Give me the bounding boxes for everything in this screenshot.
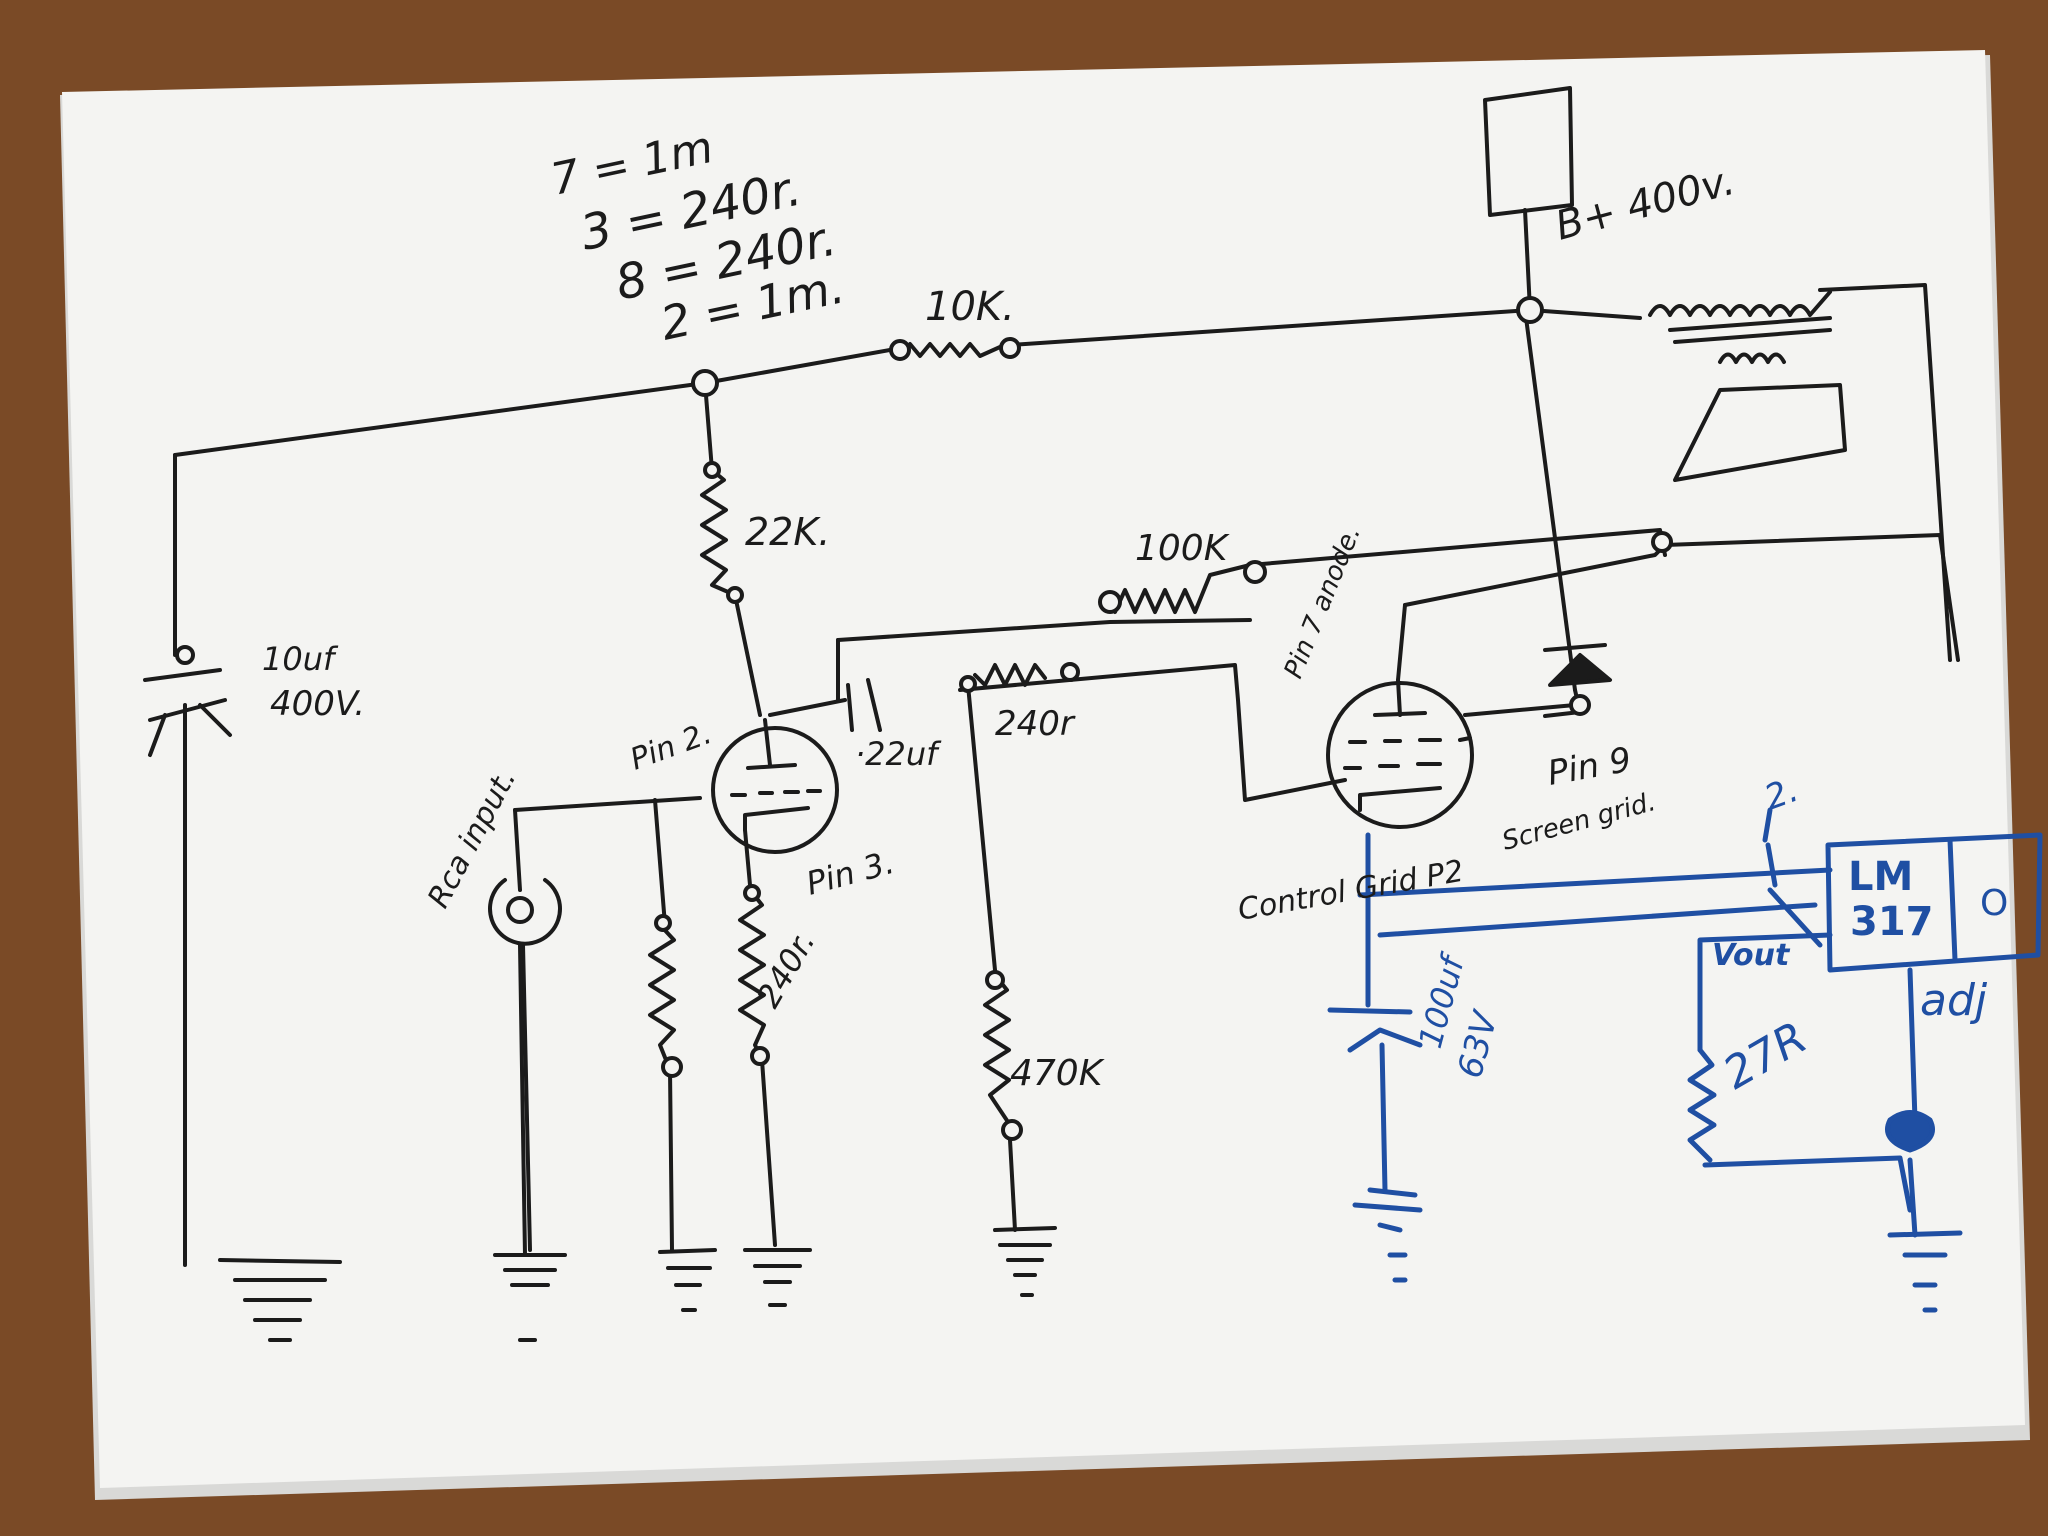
black-capacitors <box>143 645 882 757</box>
label-cap-400v: 400V. <box>270 684 365 724</box>
speaker-icon <box>1673 383 1847 482</box>
cap-10uf-plate-top <box>143 668 222 682</box>
label-240r-top: 240r <box>995 704 1076 744</box>
diode-bplus <box>1543 643 1612 687</box>
label-22k: 22K. <box>745 510 830 554</box>
tube-1-triode <box>711 718 839 854</box>
label-cap-022: ·22uf <box>855 735 942 773</box>
label-adj: adj <box>1920 975 1988 1026</box>
label-vout: Vout <box>1712 938 1791 973</box>
black-resistors <box>648 342 1252 1127</box>
label-470k: 470K <box>1010 1053 1105 1094</box>
resistor-100k <box>1103 563 1252 614</box>
resistor-240r-cathode <box>738 888 766 1062</box>
paper-sheet <box>62 50 2025 1488</box>
ground-symbols <box>218 1226 1057 1342</box>
node-bplus <box>1516 296 1544 324</box>
junction-dots <box>654 296 1673 1141</box>
label-10k: 10K. <box>925 284 1015 330</box>
label-lm317-a: LM <box>1848 854 1913 900</box>
power-supply-box <box>1483 86 1574 217</box>
cap-022-plate-right <box>866 678 882 732</box>
label-cap-10uf: 10uf <box>262 640 339 678</box>
blue-regulator-circuit <box>1327 807 2043 1313</box>
resistor-27r <box>1687 1047 1717 1163</box>
tube-2-pentode <box>1318 678 1474 829</box>
resistor-22k <box>700 468 737 597</box>
node-ht <box>691 369 719 397</box>
label-100k: 100K <box>1135 528 1230 569</box>
rca-jack <box>488 878 562 1257</box>
resistor-470k <box>983 973 1012 1127</box>
label-lm317-o: O <box>1980 883 2008 924</box>
label-lm317-b: 317 <box>1850 899 1934 945</box>
resistor-1m-grid <box>648 923 676 1072</box>
cap-022-plate-left <box>846 683 854 732</box>
lm317-box <box>1825 832 2043 973</box>
resistor-240r-top <box>973 663 1047 687</box>
output-transformer <box>1648 290 1832 364</box>
